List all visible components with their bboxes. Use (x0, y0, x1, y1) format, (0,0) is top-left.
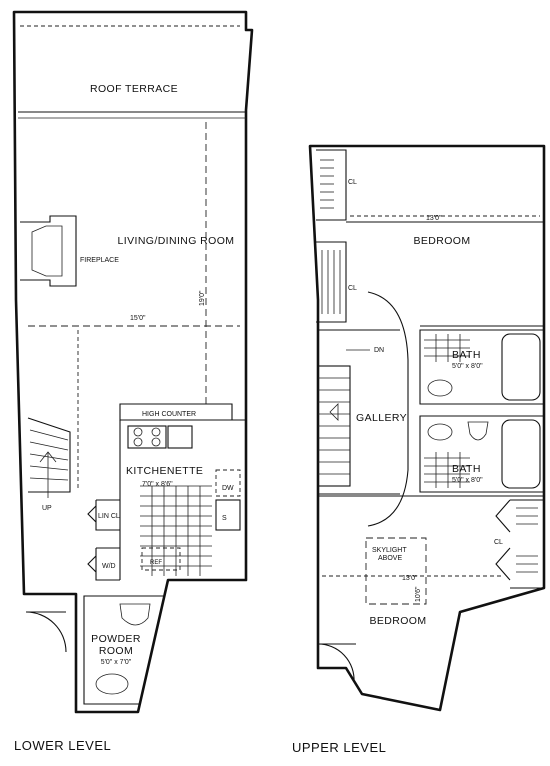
lower-stairs (27, 417, 71, 498)
upper-closet-mid (316, 241, 347, 323)
upper-bedroom-door (317, 643, 356, 683)
bath-1-tile (424, 334, 470, 362)
label-bedroom-top: BEDROOM (413, 235, 470, 247)
cooktop (167, 425, 193, 449)
label-linen-closet: LIN CL (98, 513, 120, 520)
label-bedroom-bottom-width: 13'0" (402, 575, 418, 582)
bath-2-tile (424, 452, 470, 488)
fireplace-hearth (31, 225, 63, 277)
lower-level-plan (12, 10, 254, 714)
label-cl-1: CL (348, 179, 357, 186)
label-room: ROOM (99, 645, 133, 657)
range (127, 425, 167, 449)
label-kitchenette: KITCHENETTE (126, 465, 203, 477)
caption-upper-level: UPPER LEVEL (292, 740, 386, 755)
label-skylight: SKYLIGHT (372, 547, 407, 554)
linen-closet (87, 499, 120, 531)
fireplace-outline (20, 215, 77, 287)
label-powder-dim: 5'0" x 7'0" (101, 659, 132, 666)
closet-right-hangers (516, 507, 538, 573)
bath-2-tub (501, 419, 541, 489)
label-powder: POWDER (91, 633, 141, 645)
label-living-dining-room: LIVING/DINING ROOM (118, 235, 235, 247)
label-dw: DW (222, 485, 234, 492)
upper-closet-top (316, 149, 347, 221)
powder-room-toilet (119, 603, 151, 626)
lower-outer-wall (12, 10, 254, 714)
label-bath-2: BATH (452, 463, 481, 475)
label-bath-1-dim: 5'0" x 8'0" (452, 363, 483, 370)
gallery-curve (367, 291, 409, 527)
washer-dryer-closet (87, 547, 120, 581)
bath-2-toilet (467, 421, 489, 441)
dishwasher (215, 469, 241, 497)
label-washer-dryer: W/D (102, 563, 116, 570)
label-roof-terrace: ROOF TERRACE (90, 83, 178, 95)
label-bedroom-bottom: BEDROOM (369, 615, 426, 627)
upper-level-plan (308, 144, 546, 712)
upper-stairs (317, 349, 370, 487)
label-high-counter: HIGH COUNTER (142, 411, 196, 418)
label-up: UP (42, 505, 52, 512)
bath-2-sink (427, 423, 453, 441)
upper-outer-wall (308, 144, 546, 712)
sink-counter (215, 499, 241, 531)
label-living-width: 15'0" (130, 315, 146, 322)
refrigerator (141, 547, 181, 571)
bath-1-tub (501, 333, 541, 401)
label-cl-2: CL (348, 285, 357, 292)
label-bedroom-bottom-depth: 10'6" (415, 586, 422, 602)
label-bedroom-top-dim: 13'0" (426, 215, 442, 222)
powder-room-sink (95, 673, 129, 695)
closet-mid-hangers (321, 250, 341, 314)
label-bath-2-dim: 5'0" x 8'0" (452, 477, 483, 484)
kitchen-tile-floor (140, 485, 212, 576)
label-bath-1: BATH (452, 349, 481, 361)
skylight-above (365, 537, 427, 605)
label-fireplace: FIREPLACE (80, 257, 119, 264)
label-dn: DN (374, 347, 384, 354)
label-gallery: GALLERY (356, 412, 407, 424)
caption-lower-level: LOWER LEVEL (14, 738, 111, 753)
powder-room-walls (83, 595, 165, 705)
label-sink: S (222, 515, 227, 522)
lower-entry-door (25, 611, 67, 653)
label-living-depth: 19'0" (199, 290, 206, 306)
label-cl-3: CL (494, 539, 503, 546)
closet-top-hangers (320, 159, 334, 209)
label-kitchenette-dim: 7'0" x 8'6" (142, 481, 173, 488)
label-above: ABOVE (378, 555, 402, 562)
upper-closet-right (495, 499, 545, 589)
bath-1-walls (419, 329, 545, 405)
bath-2-walls (419, 415, 545, 493)
bath-1-sink (427, 379, 453, 397)
label-ref: REF (150, 560, 162, 566)
